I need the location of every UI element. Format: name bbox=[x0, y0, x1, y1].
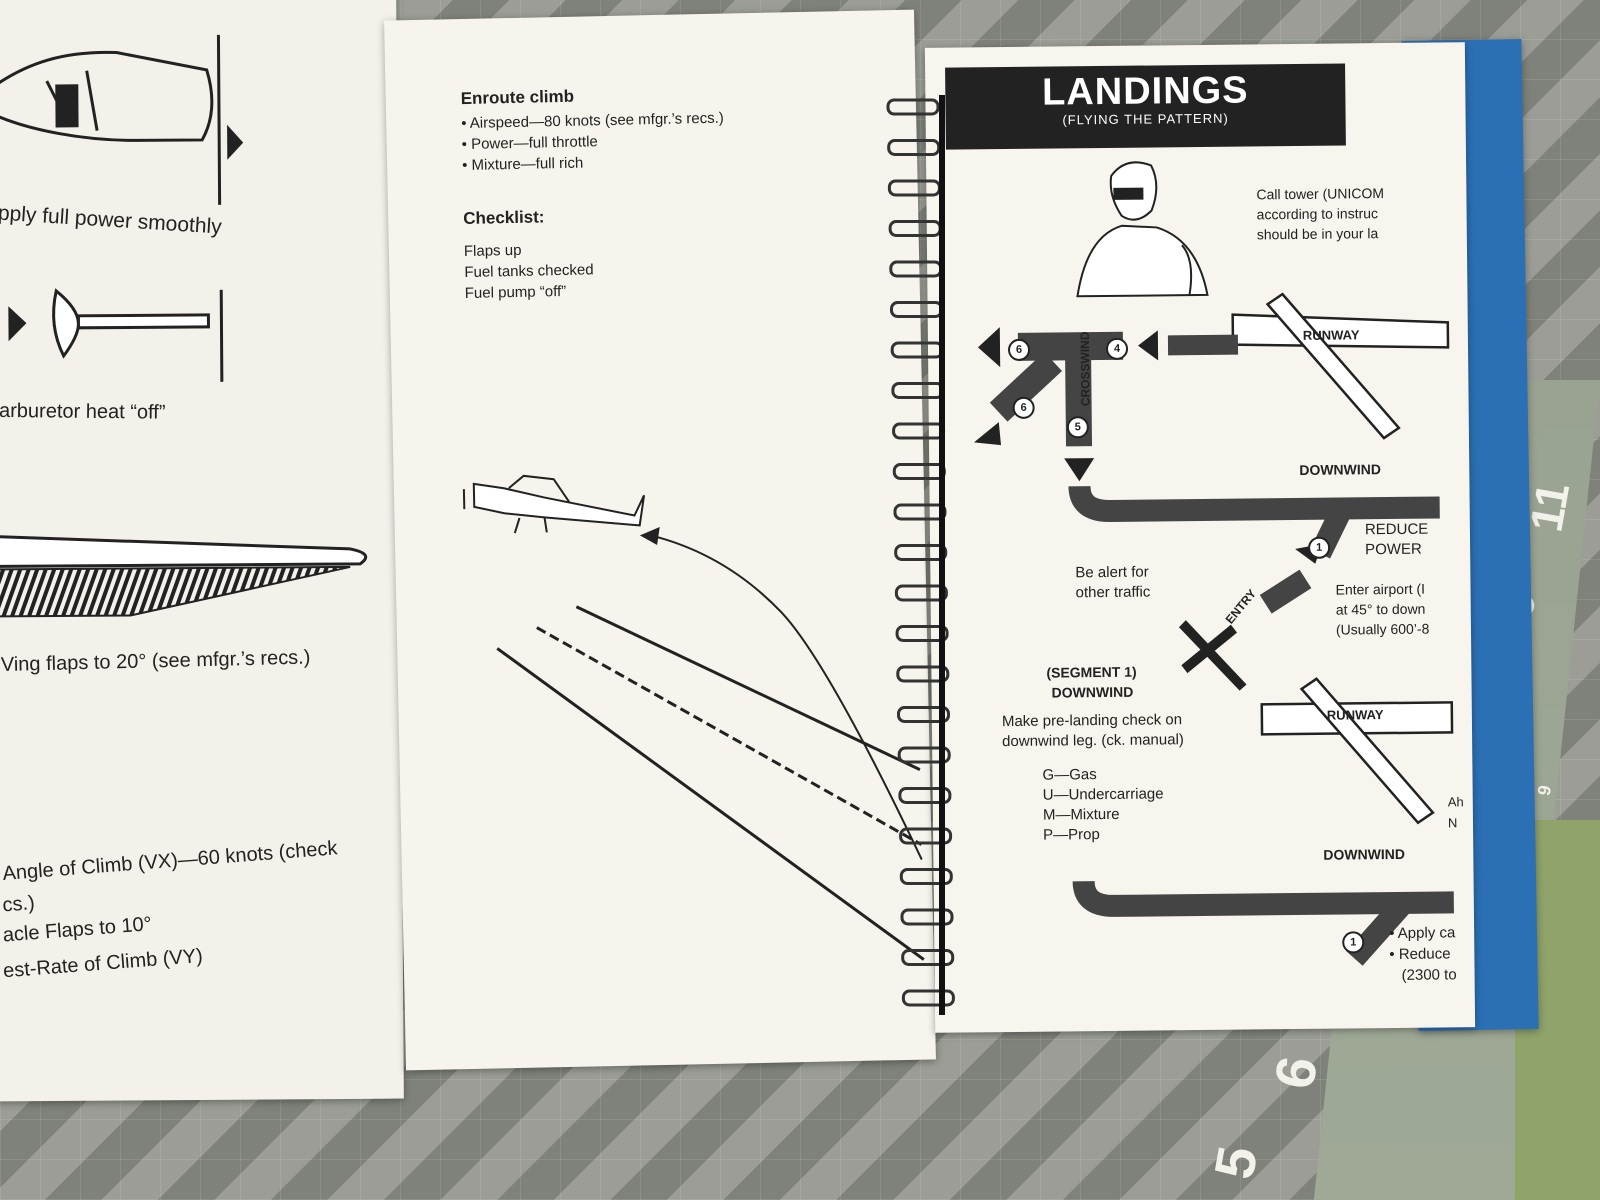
binding-coil bbox=[901, 989, 955, 1007]
binding-coil bbox=[895, 625, 949, 642]
binding-coil bbox=[896, 665, 950, 683]
carb-heat-text: arburetor heat “off” bbox=[0, 399, 166, 424]
gump-item: P—Prop bbox=[1043, 826, 1100, 844]
prelanding-text: downwind leg. (ck. manual) bbox=[1002, 731, 1184, 751]
binding-coil bbox=[901, 949, 955, 966]
edge-text: N bbox=[1447, 815, 1458, 831]
call-tower-text: Call tower (UNICOM bbox=[1256, 185, 1385, 203]
binding-coil bbox=[899, 868, 953, 885]
downwind-label: DOWNWIND bbox=[1299, 461, 1382, 478]
prelanding-text: Make pre-landing check on bbox=[1001, 711, 1183, 731]
reduce-power-text: REDUCE bbox=[1364, 520, 1429, 539]
enter-airport-text: Enter airport (I bbox=[1335, 580, 1426, 598]
gump-item: U—Undercarriage bbox=[1042, 785, 1164, 804]
binding-coil bbox=[887, 139, 941, 156]
binding-coil bbox=[898, 787, 952, 804]
entry-airplane-icon bbox=[1178, 620, 1247, 691]
middle-page: Enroute climb • Airspeed—80 knots (see m… bbox=[384, 9, 936, 1071]
apply-text: • Apply ca bbox=[1389, 924, 1456, 943]
enter-airport-text: (Usually 600’-8 bbox=[1335, 620, 1430, 638]
carb-knob-icon bbox=[8, 288, 224, 382]
apply-text: • Reduce bbox=[1389, 945, 1451, 964]
right-page: LANDINGS (FLYING THE PATTERN) bbox=[924, 42, 1476, 1033]
airplane-icon bbox=[462, 474, 646, 534]
binding-coil bbox=[894, 584, 948, 602]
marker-6b: 6 bbox=[1012, 396, 1035, 419]
marker-6: 6 bbox=[1007, 338, 1031, 361]
apply-text: (2300 to bbox=[1401, 966, 1457, 984]
left-page: pply full power smoothly arburetor heat … bbox=[0, 0, 404, 1102]
binding-coil bbox=[900, 908, 954, 926]
wing-flap-icon bbox=[0, 534, 368, 618]
spiral-binding bbox=[886, 95, 955, 1015]
hand-icon bbox=[0, 50, 214, 142]
left-page-illustrations bbox=[0, 34, 368, 618]
segment-label: DOWNWIND bbox=[1051, 683, 1134, 701]
gump-item: M—Mixture bbox=[1042, 805, 1120, 824]
pilot-icon bbox=[1076, 161, 1209, 298]
be-alert-text: other traffic bbox=[1075, 583, 1151, 602]
binding-coil bbox=[886, 98, 940, 116]
reduce-power-text: POWER bbox=[1365, 540, 1422, 559]
runway-label-2: RUNWAY bbox=[1326, 707, 1384, 723]
call-tower-text: should be in your la bbox=[1256, 225, 1379, 243]
pattern-diagram bbox=[973, 161, 1454, 966]
binding-coil bbox=[897, 746, 951, 764]
runway-diagram-2 bbox=[1260, 677, 1454, 825]
runway-label: RUNWAY bbox=[1302, 327, 1360, 343]
be-alert-text: Be alert for bbox=[1075, 563, 1149, 582]
marker-1: 1 bbox=[1307, 536, 1331, 559]
call-tower-text: according to instruc bbox=[1256, 205, 1379, 223]
enter-airport-text: at 45° to down bbox=[1335, 600, 1426, 618]
marker-1b: 1 bbox=[1342, 931, 1365, 954]
binding-coil bbox=[899, 827, 953, 845]
runway-diagram bbox=[1231, 292, 1450, 440]
recs-text: cs.) bbox=[1, 892, 36, 917]
binding-coil bbox=[894, 544, 948, 561]
segment-label: (SEGMENT 1) bbox=[1046, 663, 1137, 681]
crosswind-label: CROSSWIND bbox=[1077, 331, 1093, 407]
gump-item: G—Gas bbox=[1042, 766, 1097, 784]
edge-text: Ah bbox=[1447, 794, 1464, 810]
marker-4: 4 bbox=[1105, 337, 1129, 360]
marker-5: 5 bbox=[1066, 416, 1089, 439]
climb-diagram bbox=[462, 474, 925, 961]
binding-coil bbox=[897, 706, 950, 723]
downwind-label-2: DOWNWIND bbox=[1323, 845, 1406, 863]
